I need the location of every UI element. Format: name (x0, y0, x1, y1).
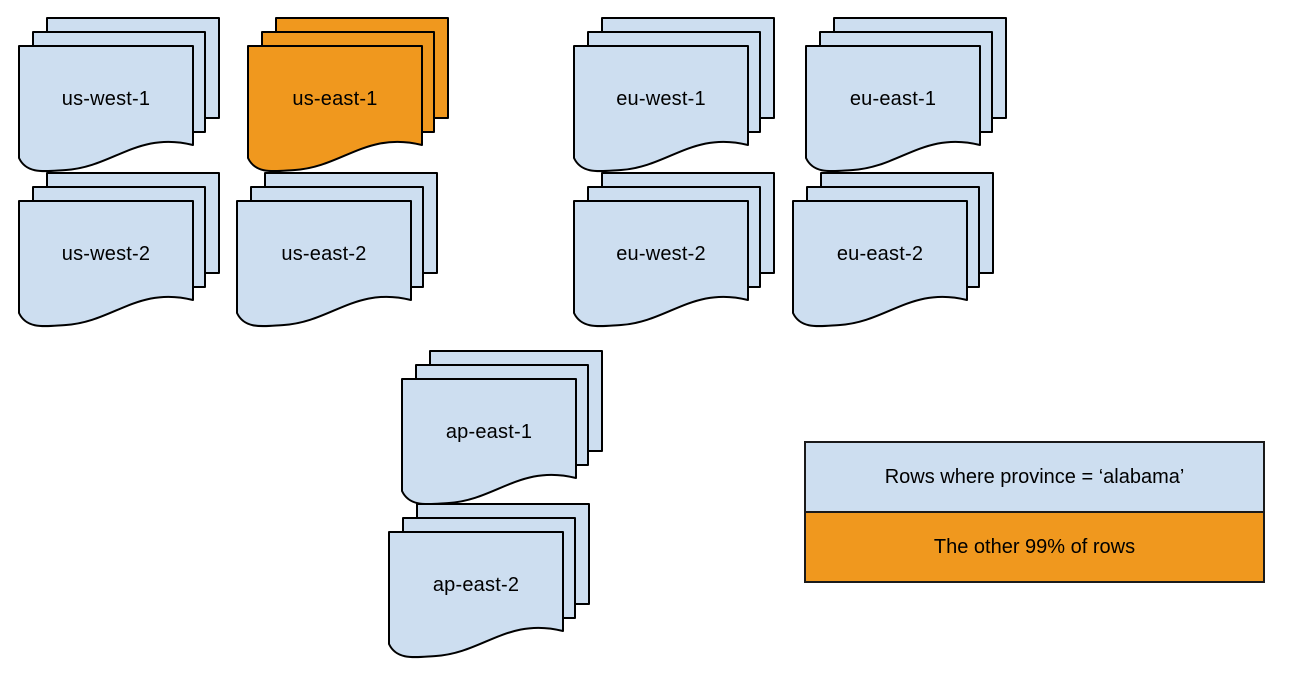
document-stack-ap-east-1: ap-east-1 (401, 350, 604, 510)
document-stack-label: us-east-1 (292, 87, 378, 110)
document-stack-eu-east-1: eu-east-1 (805, 17, 1008, 177)
document-stack-label: eu-west-2 (616, 242, 706, 265)
document-stack-label: us-west-1 (61, 87, 151, 110)
stacked-documents-icon (236, 172, 438, 328)
document-stack-us-east-2: us-east-2 (236, 172, 439, 332)
document-stack-us-west-1: us-west-1 (18, 17, 221, 177)
legend-item-alabama-rows: Rows where province = ‘alabama’ (806, 443, 1263, 511)
stacked-documents-icon (792, 172, 994, 328)
stacked-documents-icon (247, 17, 449, 173)
stacked-documents-icon (573, 172, 775, 328)
document-stack-ap-east-2: ap-east-2 (388, 503, 591, 663)
document-stack-label: ap-east-2 (432, 573, 520, 596)
legend: Rows where province = ‘alabama’ The othe… (804, 441, 1265, 583)
legend-item-other-rows: The other 99% of rows (806, 511, 1263, 581)
document-stack-eu-east-2: eu-east-2 (792, 172, 995, 332)
document-stack-label: eu-west-1 (616, 87, 706, 110)
document-stack-eu-west-1: eu-west-1 (573, 17, 776, 177)
document-stack-us-east-1: us-east-1 (247, 17, 450, 177)
stacked-documents-icon (805, 17, 1007, 173)
document-stack-label: us-east-2 (281, 242, 367, 265)
document-stack-eu-west-2: eu-west-2 (573, 172, 776, 332)
stacked-documents-icon (18, 172, 220, 328)
legend-item-label: Rows where province = ‘alabama’ (884, 465, 1185, 488)
document-stack-us-west-2: us-west-2 (18, 172, 221, 332)
stacked-documents-icon (388, 503, 590, 659)
stacked-documents-icon (18, 17, 220, 173)
stacked-documents-icon (573, 17, 775, 173)
document-stack-label: eu-east-1 (849, 87, 937, 110)
document-stack-label: us-west-2 (61, 242, 151, 265)
stacked-documents-icon (401, 350, 603, 506)
document-stack-label: eu-east-2 (836, 242, 924, 265)
legend-item-label: The other 99% of rows (933, 535, 1136, 558)
document-stack-label: ap-east-1 (445, 420, 533, 443)
